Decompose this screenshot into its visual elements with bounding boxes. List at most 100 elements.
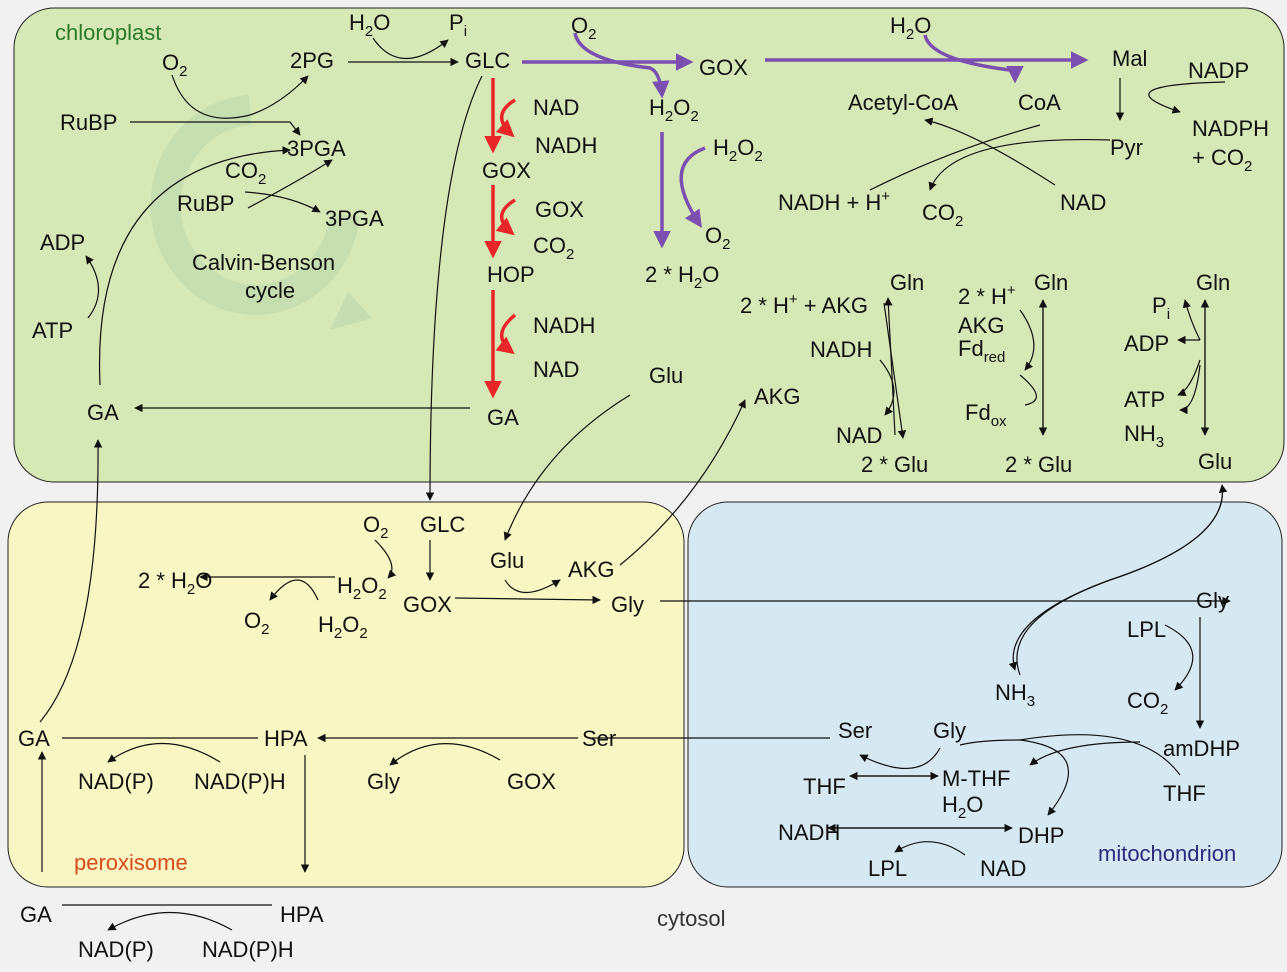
label-gox: GOX xyxy=(403,592,452,617)
label-o2: O2 xyxy=(162,50,187,80)
label-fd-ox: Fdox xyxy=(965,400,1007,430)
label-coa: CoA xyxy=(1018,90,1061,115)
label-2h: 2 * H+ xyxy=(958,282,1016,309)
label-pi: Pi xyxy=(449,10,467,40)
label-nadh: NADH xyxy=(778,820,840,845)
label-gln: Gln xyxy=(1034,270,1068,295)
label-glu: Glu xyxy=(649,363,683,388)
label-hpa: HPA xyxy=(264,726,308,751)
label-nadh: NADH xyxy=(533,313,595,338)
label-akg: AKG xyxy=(958,313,1004,338)
label-ser: Ser xyxy=(838,718,872,743)
chloroplast-label: chloroplast xyxy=(55,20,161,45)
label-co2: CO2 xyxy=(533,233,574,263)
label-gln: Gln xyxy=(890,270,924,295)
label-co2: CO2 xyxy=(1127,688,1168,718)
label-nad: NAD xyxy=(836,423,882,448)
label-nadh-h: NADH + H+ xyxy=(778,188,890,215)
label-nadph: NADPH xyxy=(1192,116,1269,141)
label-glc: GLC xyxy=(465,48,510,73)
label-h2o2: H2O2 xyxy=(713,135,763,165)
label-atp: ATP xyxy=(1124,387,1165,412)
label-cycle: cycle xyxy=(245,278,295,303)
label-akg: AKG xyxy=(568,557,614,582)
label-gly: Gly xyxy=(367,769,400,794)
mitochondrion-arrows xyxy=(592,484,1228,856)
label-hop: HOP xyxy=(487,262,535,287)
cytosol-labels: GA HPA NAD(P) NAD(P)H xyxy=(20,902,324,962)
label-h2o: H2O xyxy=(890,13,931,43)
label-3pga: 3PGA xyxy=(325,206,384,231)
label-pi: Pi xyxy=(1152,293,1170,323)
label-lpl: LPL xyxy=(868,856,907,881)
label-2h2o: 2 * H2O xyxy=(645,262,719,292)
label-glu: Glu xyxy=(490,548,524,573)
label-gln: Gln xyxy=(1196,270,1230,295)
label-dhp: DHP xyxy=(1018,823,1064,848)
label-gox: GOX xyxy=(482,158,531,183)
label-gly: Gly xyxy=(933,718,966,743)
label-m-thf: M-THF xyxy=(942,766,1010,791)
label-h2o: H2O xyxy=(349,10,390,40)
label-nadph: NAD(P)H xyxy=(194,769,286,794)
mitochondrion-label: mitochondrion xyxy=(1098,841,1236,866)
label-2glu: 2 * Glu xyxy=(861,452,928,477)
label-nad: NAD xyxy=(980,856,1026,881)
label-nadh: NADH xyxy=(535,133,597,158)
label-thf: THF xyxy=(803,774,846,799)
glycolate-route-red-arrows xyxy=(484,78,517,399)
label-calvin-benson: Calvin-Benson xyxy=(192,250,335,275)
label-o2: O2 xyxy=(705,223,730,253)
label-3pga: 3PGA xyxy=(287,136,346,161)
label-glc: GLC xyxy=(420,512,465,537)
label-co2: CO2 xyxy=(922,200,963,230)
label-o2: O2 xyxy=(571,13,596,43)
label-adp: ADP xyxy=(1124,331,1169,356)
label-fd-red: Fdred xyxy=(958,336,1005,366)
label-o2: O2 xyxy=(363,512,388,542)
label-akg: AKG xyxy=(754,384,800,409)
label-o2: O2 xyxy=(244,608,269,638)
label-h2o2: H2O2 xyxy=(649,95,699,125)
label-glu: Glu xyxy=(1198,449,1232,474)
peroxisome-label: peroxisome xyxy=(74,850,188,875)
label-ga: GA xyxy=(20,902,52,927)
label-nadh: NADH xyxy=(810,337,872,362)
label-lpl: LPL xyxy=(1127,617,1166,642)
label-co2: + CO2 xyxy=(1192,145,1252,175)
label-nh3: NH3 xyxy=(1124,421,1164,451)
label-ga: GA xyxy=(18,726,50,751)
label-nadph: NAD(P)H xyxy=(202,937,294,962)
label-ga: GA xyxy=(487,405,519,430)
label-nh3: NH3 xyxy=(995,680,1035,710)
label-adp: ADP xyxy=(40,230,85,255)
label-hpa: HPA xyxy=(280,902,324,927)
calvin-cycle-arrow-icon xyxy=(150,95,372,330)
label-h2o2: H2O2 xyxy=(337,573,387,603)
label-acetyl-coa: Acetyl-CoA xyxy=(848,90,958,115)
label-nadp: NAD(P) xyxy=(78,937,154,962)
label-ga: GA xyxy=(87,400,119,425)
cytosol-label: cytosol xyxy=(657,906,725,931)
mitochondrion-compartment xyxy=(687,501,1283,888)
label-gly: Gly xyxy=(611,592,644,617)
chloroplast-compartment xyxy=(13,7,1285,483)
label-nad: NAD xyxy=(533,95,579,120)
label-2pg: 2PG xyxy=(290,48,334,73)
cytosol-arrows xyxy=(62,904,272,931)
label-2glu: 2 * Glu xyxy=(1005,452,1072,477)
label-co2: CO2 xyxy=(225,158,266,188)
label-gly: Gly xyxy=(1196,588,1229,613)
label-nad: NAD xyxy=(533,357,579,382)
label-2h-akg: 2 * H+ + AKG xyxy=(740,291,868,318)
label-mal: Mal xyxy=(1112,46,1147,71)
label-rubp: RuBP xyxy=(60,110,117,135)
chloroplast-labels: O2 2PG RuBP 3PGA CO2 RuBP 3PGA Calvin-Be… xyxy=(32,10,1269,477)
label-h2o2: H2O2 xyxy=(318,612,368,642)
label-gox: GOX xyxy=(535,197,584,222)
label-h2o: H2O xyxy=(942,792,983,822)
label-nadp: NADP xyxy=(1188,58,1249,83)
label-gox: GOX xyxy=(507,769,556,794)
